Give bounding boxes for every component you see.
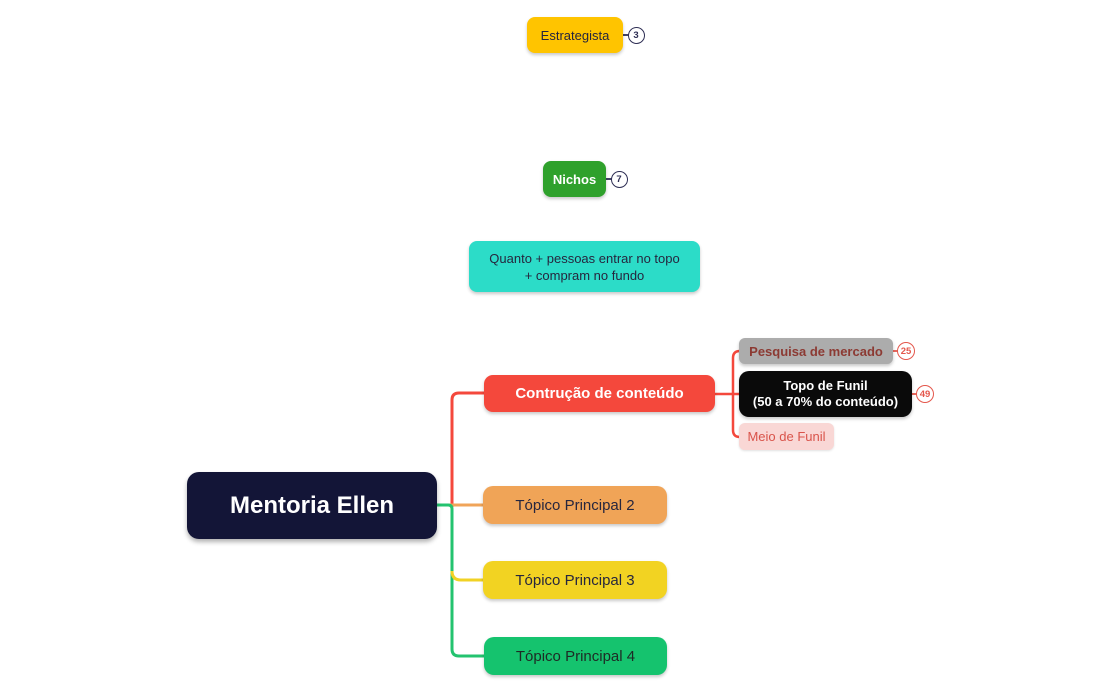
node-topico-principal-2[interactable]: Tópico Principal 2: [483, 486, 667, 524]
node-topico-principal-3[interactable]: Tópico Principal 3: [483, 561, 667, 599]
node-construcao-de-conteudo[interactable]: Contrução de conteúdo: [484, 375, 715, 412]
badge-count: 25: [900, 345, 912, 357]
node-label-line1: Quanto + pessoas entrar no topo: [489, 250, 680, 266]
node-label: Mentoria Ellen: [229, 491, 395, 519]
node-label: Tópico Principal 2: [515, 496, 635, 514]
badge-count: 7: [616, 173, 622, 185]
node-funnel-note[interactable]: Quanto + pessoas entrar no topo + compra…: [469, 241, 700, 292]
badge-count: 49: [919, 388, 931, 400]
node-topico-principal-4[interactable]: Tópico Principal 4: [484, 637, 667, 675]
node-meio-de-funil[interactable]: Meio de Funil: [739, 423, 834, 450]
node-label-line2: + compram no fundo: [524, 267, 645, 283]
collapsed-count-badge-topo[interactable]: 49: [916, 385, 934, 403]
node-label: Estrategista: [540, 27, 610, 43]
node-estrategista[interactable]: Estrategista: [527, 17, 623, 53]
node-label: Meio de Funil: [747, 429, 826, 444]
collapsed-count-badge-nichos[interactable]: 7: [610, 170, 628, 188]
node-label-line1: Topo de Funil: [783, 378, 868, 393]
node-root-mentoria-ellen[interactable]: Mentoria Ellen: [187, 472, 437, 539]
node-label: Tópico Principal 3: [515, 571, 635, 589]
node-label: Tópico Principal 4: [515, 647, 636, 665]
badge-count: 3: [633, 29, 639, 41]
collapsed-count-badge-pesquisa[interactable]: 25: [897, 342, 915, 360]
collapsed-count-badge-estrategista[interactable]: 3: [627, 26, 645, 44]
node-nichos[interactable]: Nichos: [543, 161, 606, 197]
node-label: Nichos: [552, 171, 597, 187]
node-label: Pesquisa de mercado: [749, 343, 883, 359]
node-pesquisa-de-mercado[interactable]: Pesquisa de mercado: [739, 338, 893, 364]
node-topo-de-funil[interactable]: Topo de Funil (50 a 70% do conteúdo): [739, 371, 912, 417]
node-label: Contrução de conteúdo: [515, 385, 684, 402]
node-label-line2: (50 a 70% do conteúdo): [752, 394, 899, 409]
